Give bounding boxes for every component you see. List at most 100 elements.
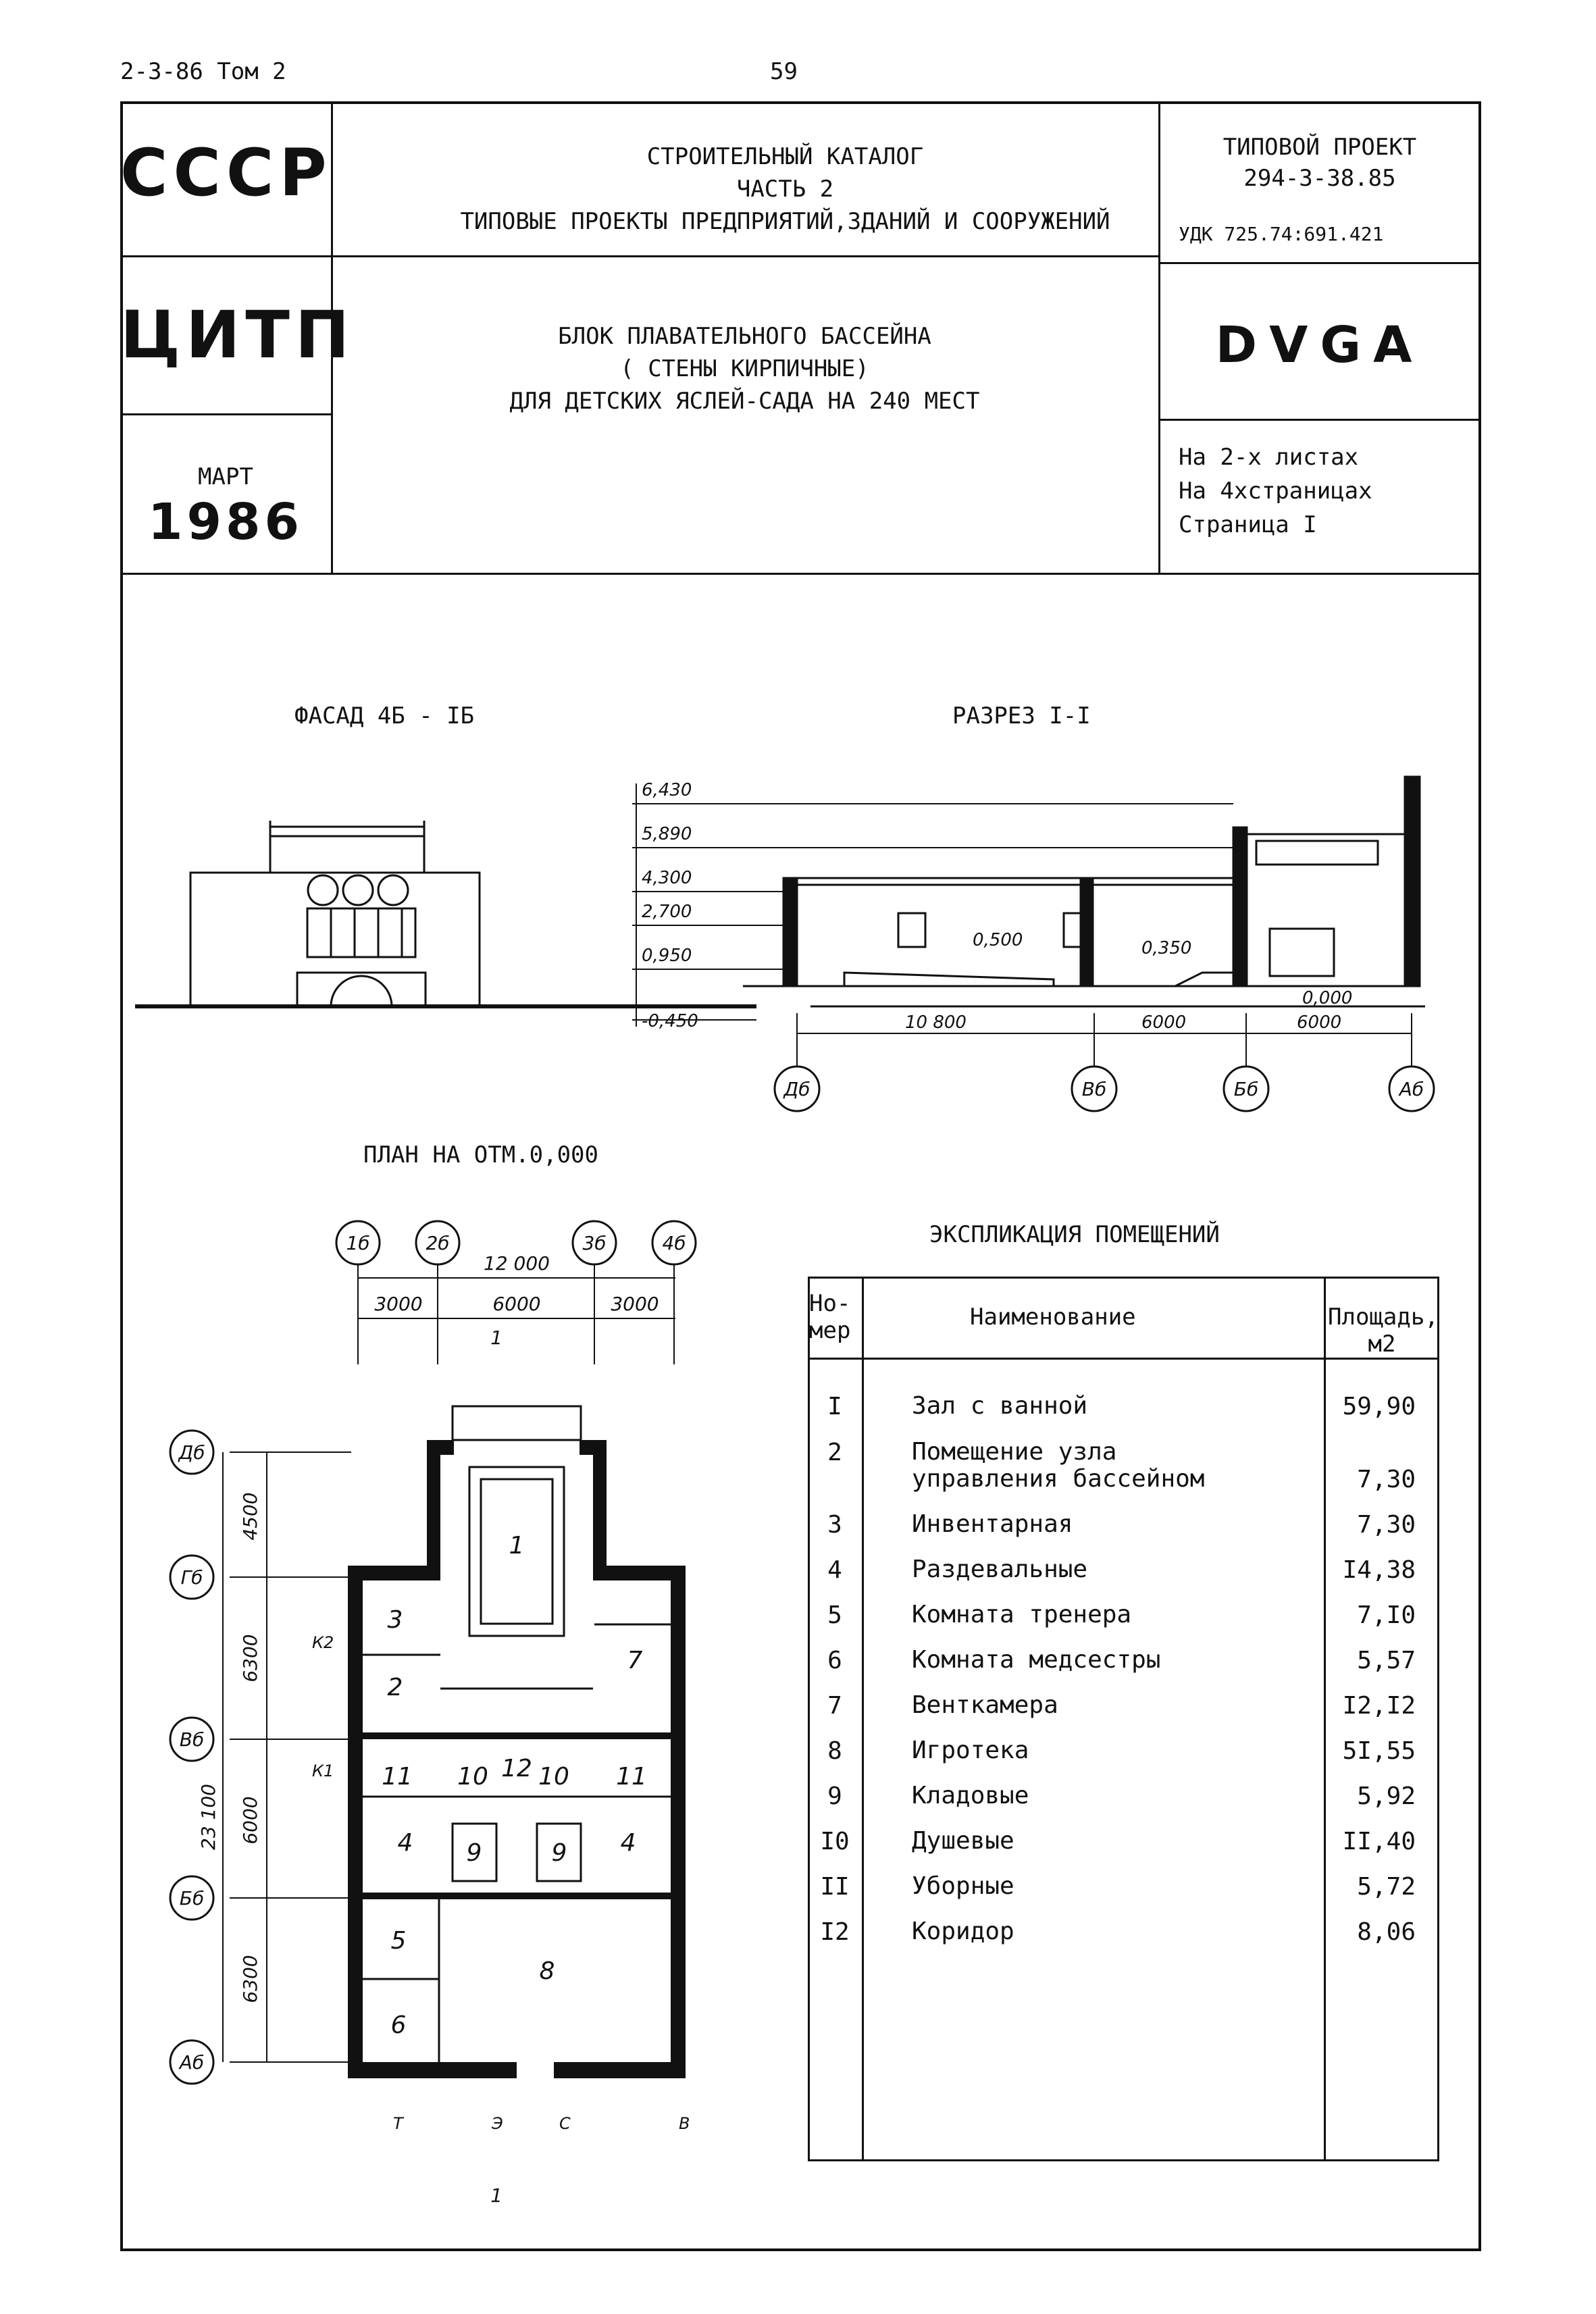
org-citp: ЦИТП xyxy=(120,297,355,373)
row-area: 5,92 xyxy=(1357,1782,1416,1810)
row-num: I2 xyxy=(820,1918,850,1946)
left-dim: 4500 xyxy=(239,1492,261,1540)
row-name: Комната тренера xyxy=(912,1601,1132,1628)
row-name: Игротека xyxy=(912,1737,1029,1764)
row-name: Зал с ванной xyxy=(912,1392,1088,1420)
row-area: 59,90 xyxy=(1342,1393,1416,1420)
project-number: 294-3-38.85 xyxy=(1243,165,1396,192)
table-divider xyxy=(808,1358,1439,1360)
col-name-header: Наименование xyxy=(970,1304,1136,1331)
left-axis-label: Бб xyxy=(180,1887,204,1909)
axis-label: Вб xyxy=(1082,1078,1106,1100)
room-label: 10 xyxy=(457,1763,488,1791)
plan-walls xyxy=(348,1440,686,2078)
network-mark: С xyxy=(559,2114,571,2133)
elev-mark: 0,950 xyxy=(642,946,692,966)
object-title: БЛОК ПЛАВАТЕЛЬНОГО БАССЕЙНА ( СТЕНЫ КИРП… xyxy=(509,323,980,415)
date-year: 1986 xyxy=(148,493,303,551)
room-label: 5 xyxy=(391,1927,407,1955)
row-num: 5 xyxy=(827,1601,842,1629)
elev-mark: 2,700 xyxy=(642,902,692,922)
row-num: I0 xyxy=(820,1828,850,1855)
facade-title: ФАСАД 4Б - IБ xyxy=(294,702,475,729)
row-num: 9 xyxy=(827,1782,842,1810)
left-axis-label: Вб xyxy=(180,1728,204,1751)
row-area: 5,72 xyxy=(1357,1873,1416,1901)
inner-mark: 0,500 xyxy=(973,930,1023,950)
row-name: Комната медсестры xyxy=(912,1646,1161,1674)
room-label: 8 xyxy=(540,1957,555,1985)
axis-label: Аб xyxy=(1398,1078,1424,1100)
room-label: 2 xyxy=(388,1674,403,1701)
row-num: 3 xyxy=(827,1511,842,1539)
top-axis-label: 2б xyxy=(426,1232,449,1254)
floor-plan-drawing: 1б 2б 3б 4б 12 000 3000 6000 3000 1 1 Дб… xyxy=(169,1220,697,2207)
row-area: 5I,55 xyxy=(1342,1737,1416,1765)
divider xyxy=(120,413,331,415)
row-num: 7 xyxy=(827,1692,842,1720)
left-axis-label: Гб xyxy=(181,1566,203,1589)
room-label: 6 xyxy=(391,2011,407,2039)
top-axis-label: 3б xyxy=(582,1232,606,1254)
room-label: 11 xyxy=(616,1763,647,1791)
row-area: II,40 xyxy=(1342,1828,1416,1855)
row-name: Помещение узла управления бассейном xyxy=(912,1438,1205,1493)
drawing-frame xyxy=(120,101,1481,2251)
network-mark: К1 xyxy=(312,1762,334,1780)
room-label: 11 xyxy=(382,1763,413,1791)
date-month: МАРТ xyxy=(198,463,253,490)
col-area-header: Площадь, м2 xyxy=(1328,1304,1439,1358)
row-name: Коридор xyxy=(912,1918,1014,1945)
row-name: Венткамера xyxy=(912,1691,1058,1719)
row-name: Инвентарная xyxy=(912,1510,1073,1538)
elev-mark: 5,890 xyxy=(642,824,692,844)
overall-width: 12 000 xyxy=(484,1252,550,1275)
network-mark: Т xyxy=(393,2114,405,2133)
room-label: 10 xyxy=(538,1763,569,1791)
row-name: Уборные xyxy=(912,1872,1014,1900)
divider xyxy=(1158,419,1481,421)
explication-table xyxy=(808,1277,1439,2161)
room-label: 1 xyxy=(509,1532,525,1560)
network-mark: Э xyxy=(491,2114,503,2133)
title-block-bottom xyxy=(120,573,1481,575)
room-label: 12 xyxy=(501,1755,532,1782)
row-area: 8,06 xyxy=(1357,1918,1416,1946)
row-area: 7,30 xyxy=(1357,1511,1416,1539)
divider xyxy=(1158,101,1160,573)
left-dim: 6000 xyxy=(239,1796,261,1844)
divider xyxy=(120,255,331,257)
facade-section-drawing: 6,430 5,890 4,300 2,700 0,950 -0,450 0,5… xyxy=(135,775,1435,1112)
row-num: 6 xyxy=(827,1647,842,1674)
row-area: I2,I2 xyxy=(1342,1692,1416,1720)
col-num-header: Но- мер xyxy=(809,1290,851,1344)
network-mark: В xyxy=(679,2114,690,2133)
span-dim: 6000 xyxy=(1297,1012,1341,1033)
left-dim: 6300 xyxy=(239,1955,261,2003)
top-axis-label: 1б xyxy=(346,1232,369,1254)
doc-code: DVGA xyxy=(1215,316,1424,374)
plan-title: ПЛАН НА ОТМ.0,000 xyxy=(363,1141,598,1168)
project-type: ТИПОВОЙ ПРОЕКТ xyxy=(1222,134,1417,161)
row-area: 7,I0 xyxy=(1357,1601,1416,1629)
room-label: 3 xyxy=(388,1606,403,1634)
room-label: 7 xyxy=(627,1647,643,1674)
span-dim: 10 800 xyxy=(905,1012,967,1033)
row-name: Душевые xyxy=(912,1827,1014,1855)
building-section xyxy=(743,775,1425,1008)
room-label: 9 xyxy=(552,1839,567,1867)
row-num: I xyxy=(827,1393,842,1420)
row-num: 8 xyxy=(827,1737,842,1765)
elev-mark: 4,300 xyxy=(642,868,692,888)
overall-length: 23 100 xyxy=(197,1784,220,1850)
row-area: 7,30 xyxy=(1357,1466,1416,1493)
divider xyxy=(1158,262,1481,264)
sheets-info: На 2-х листах На 4хстраницах Страница I xyxy=(1179,444,1372,538)
section-marker: 1 xyxy=(490,1327,503,1349)
left-dim: 6300 xyxy=(239,1634,261,1682)
table-divider xyxy=(1324,1277,1326,2161)
page-number: 59 xyxy=(770,58,798,85)
facade-elevation xyxy=(189,821,481,1008)
room-label: 9 xyxy=(467,1839,482,1867)
room-label: 4 xyxy=(398,1829,413,1857)
